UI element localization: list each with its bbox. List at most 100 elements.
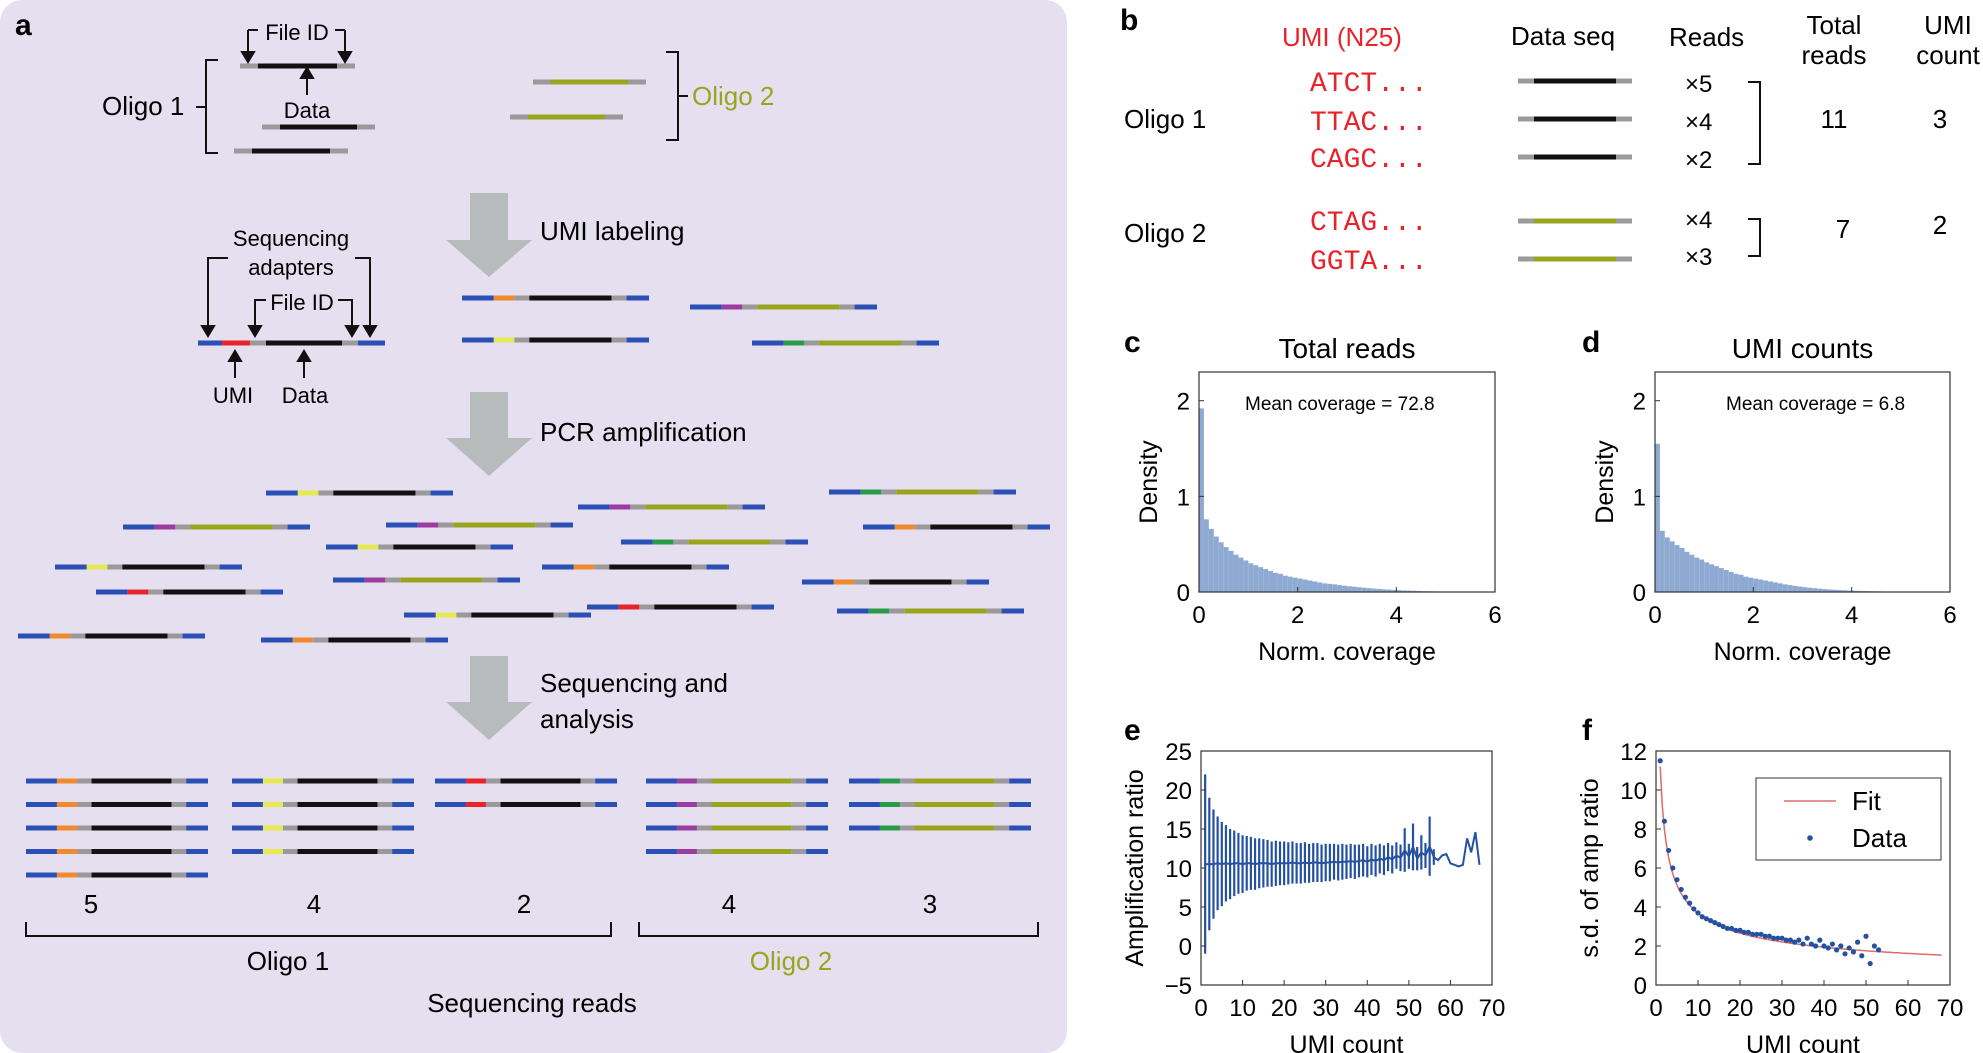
y-tick-label: 25 (1165, 739, 1192, 766)
data-point (1804, 935, 1810, 941)
histogram-bar (1763, 580, 1769, 592)
y-tick-label: 8 (1634, 817, 1647, 844)
data-point (1666, 847, 1672, 854)
x-tick-label: 60 (1895, 995, 1922, 1022)
histogram-bar (1684, 551, 1690, 592)
histogram-bar (1812, 588, 1818, 592)
x-tick-label: 50 (1396, 995, 1423, 1022)
oligo2-group-label: Oligo 2 (750, 946, 832, 976)
data-point (1695, 910, 1701, 916)
data-point (1687, 900, 1693, 906)
arrow-pcr (446, 392, 532, 476)
histogram-bar (1213, 536, 1219, 592)
data-point (1703, 916, 1709, 922)
x-tick-label: 10 (1685, 995, 1712, 1022)
y-tick-label: 10 (1165, 856, 1192, 883)
histogram-bar (1292, 577, 1298, 592)
histogram-bar (1223, 547, 1229, 592)
data-point (1787, 937, 1793, 943)
y-tick-label: 1 (1633, 484, 1646, 511)
x-tick-label: 0 (1192, 602, 1205, 629)
y-tick-label: 6 (1634, 856, 1647, 883)
plot-frame (1198, 371, 1496, 593)
histogram-bar (1664, 537, 1670, 592)
data-point (1754, 931, 1760, 937)
table-oligo1-label: Oligo 1 (1124, 104, 1206, 134)
reads-value: ×4 (1685, 109, 1712, 136)
mean-coverage-annotation: Mean coverage = 6.8 (1726, 394, 1905, 415)
histogram-bar (1263, 569, 1269, 592)
histogram-bar (1743, 576, 1749, 592)
histogram-bar (1674, 545, 1680, 592)
total-reads-oligo1: 11 (1821, 104, 1848, 134)
histogram-bar (1659, 530, 1665, 592)
data-point (1699, 914, 1705, 920)
y-tick-label: 10 (1620, 778, 1647, 805)
file-id-callout (240, 29, 353, 95)
histogram-bar (1669, 541, 1675, 592)
histogram-bar (1768, 581, 1773, 592)
oligo1-group-label: Oligo 1 (247, 946, 329, 976)
histogram-bar (1773, 582, 1778, 592)
y-axis-label: s.d. of amp ratio (1576, 778, 1604, 957)
histogram-bar (1782, 584, 1788, 592)
header-total-1: Total (1807, 10, 1862, 40)
oligo1-molecules (234, 63, 375, 154)
histogram-bar (1277, 573, 1283, 592)
reads-value: ×2 (1685, 147, 1712, 174)
histogram-bar (1689, 554, 1695, 592)
histogram-bar (1253, 565, 1259, 592)
histogram-bar (1199, 408, 1204, 592)
x-tick-label: 0 (1648, 602, 1661, 629)
panel-a-letter: a (15, 9, 32, 42)
x-tick-label: 70 (1937, 995, 1964, 1022)
x-tick-label: 20 (1271, 995, 1298, 1022)
histogram-bar (1694, 557, 1700, 592)
data-point (1674, 877, 1680, 883)
histogram-bar (1327, 583, 1333, 592)
oligo2-molecules (510, 79, 646, 120)
histogram-bar (1827, 589, 1832, 592)
histogram-bar (1268, 570, 1273, 592)
histogram-bar (1758, 579, 1764, 592)
data-label: Data (284, 98, 331, 123)
data-point (1783, 937, 1789, 943)
data-point (1834, 947, 1840, 953)
data-point (1766, 933, 1772, 939)
x-tick-label: 40 (1811, 995, 1838, 1022)
umi-label: UMI (213, 383, 253, 408)
y-tick-label: 15 (1165, 817, 1192, 844)
histogram-bar (1282, 575, 1288, 592)
y-axis-label: Amplification ratio (1121, 769, 1149, 966)
umi-labeled-molecules (462, 295, 939, 346)
y-tick-label: 0 (1177, 580, 1190, 607)
y-tick-label: 1 (1177, 484, 1190, 511)
legend-label: Fit (1852, 786, 1882, 816)
reads-bracket-oligo1 (1748, 81, 1761, 165)
histogram-bar (1851, 590, 1857, 592)
panel-letter: f (1582, 714, 1593, 747)
data-point (1762, 933, 1768, 939)
adapters-label-1: Sequencing (233, 226, 349, 251)
data-point (1871, 943, 1877, 949)
data-point (1855, 939, 1861, 945)
histogram-bar (1391, 589, 1397, 592)
pcr-amplified-molecules (18, 489, 1050, 643)
histogram-bar (1792, 585, 1798, 592)
data-point (1792, 939, 1798, 945)
histogram-bar (1218, 542, 1224, 592)
data-point (1750, 931, 1756, 937)
count-oligo1-umi2: 4 (307, 889, 321, 919)
reads-value: ×4 (1685, 207, 1712, 234)
data-point (1737, 927, 1743, 934)
data-point (1758, 931, 1764, 937)
x-tick-label: 0 (1649, 995, 1662, 1022)
data-point (1796, 937, 1802, 943)
histogram-bar (1312, 581, 1318, 592)
header-reads: Reads (1669, 22, 1744, 52)
histogram-bar (1381, 589, 1387, 592)
histogram-bar (1396, 590, 1402, 592)
data-point (1813, 943, 1819, 949)
histogram-bar (1228, 550, 1234, 592)
x-tick-label: 6 (1943, 602, 1956, 629)
